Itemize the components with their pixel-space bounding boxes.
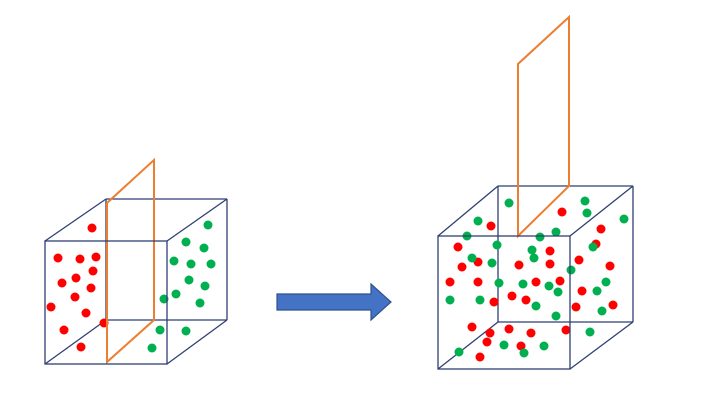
red-particle	[516, 341, 526, 351]
red-particle	[482, 337, 492, 347]
green-particle	[504, 198, 514, 208]
red-particles	[46, 223, 109, 352]
green-particle	[529, 253, 539, 263]
green-particle	[588, 242, 598, 252]
green-particle	[539, 341, 549, 351]
green-particle	[155, 325, 165, 335]
red-particle	[59, 325, 69, 335]
red-particle	[485, 328, 495, 338]
red-particle	[86, 283, 96, 293]
green-particle	[206, 259, 216, 269]
red-particle	[46, 302, 56, 312]
red-particle	[521, 295, 531, 305]
green-particle	[580, 196, 590, 206]
green-particles	[147, 220, 216, 353]
red-particle	[453, 242, 463, 252]
green-particle	[147, 343, 157, 353]
red-particle	[76, 342, 86, 352]
red-particle	[88, 266, 98, 276]
red-particle	[486, 221, 496, 231]
left-cube	[44, 157, 228, 365]
red-particle	[53, 253, 63, 263]
right-cube	[437, 14, 634, 370]
cube-front-edges	[437, 185, 634, 370]
red-particle	[557, 207, 567, 217]
green-particle	[551, 311, 561, 321]
red-particle	[467, 322, 477, 332]
red-particle	[555, 276, 565, 286]
red-particle	[75, 254, 85, 264]
green-particle	[181, 237, 191, 247]
green-particle	[544, 281, 554, 291]
green-particle	[499, 340, 509, 350]
red-particles	[445, 207, 618, 362]
red-particle	[81, 308, 91, 318]
green-particle	[582, 208, 592, 218]
green-particle	[475, 295, 485, 305]
green-particle	[487, 258, 497, 268]
green-particle	[527, 245, 537, 255]
green-particle	[184, 275, 194, 285]
cube-front-edges	[44, 198, 228, 365]
red-particle	[57, 278, 67, 288]
green-particle	[195, 298, 205, 308]
red-particle	[91, 252, 101, 262]
green-particle	[553, 287, 563, 297]
green-particle	[619, 214, 629, 224]
red-particle	[608, 300, 618, 310]
green-particle	[171, 289, 181, 299]
green-particle	[592, 286, 602, 296]
red-particle	[457, 262, 467, 272]
green-particle	[203, 220, 213, 230]
green-particle	[473, 216, 483, 226]
green-particles	[445, 196, 629, 358]
red-particle	[596, 224, 606, 234]
green-particle	[518, 279, 528, 289]
partition-wall	[517, 14, 570, 239]
green-particle	[159, 294, 169, 304]
red-particle	[475, 352, 485, 362]
red-particle	[531, 277, 541, 287]
right-arrow-icon	[276, 282, 392, 322]
green-particle	[467, 253, 477, 263]
green-particle	[169, 256, 179, 266]
green-particle	[566, 265, 576, 275]
red-particle	[574, 255, 584, 265]
red-particle	[545, 246, 555, 256]
red-particle	[504, 324, 514, 334]
green-particle	[519, 348, 529, 358]
green-particle	[531, 301, 541, 311]
red-particle	[473, 277, 483, 287]
green-particle	[199, 243, 209, 253]
green-particle	[597, 306, 607, 316]
red-particle	[545, 259, 555, 269]
green-particle	[535, 232, 545, 242]
red-particle	[489, 297, 499, 307]
red-particle	[526, 328, 536, 338]
partition-wall	[106, 157, 155, 365]
green-particle	[494, 278, 504, 288]
green-particle	[454, 347, 464, 357]
red-particle	[507, 291, 517, 301]
cube-back-edges	[437, 185, 634, 370]
red-particle	[87, 223, 97, 233]
green-particle	[186, 259, 196, 269]
green-particle	[200, 281, 210, 291]
green-particle	[181, 326, 191, 336]
red-particle	[605, 261, 615, 271]
green-particle	[492, 240, 502, 250]
green-particle	[585, 327, 595, 337]
red-particle	[445, 277, 455, 287]
red-particle	[70, 292, 80, 302]
green-particle	[601, 277, 611, 287]
green-particle	[551, 227, 561, 237]
red-particle	[71, 273, 81, 283]
red-particle	[514, 260, 524, 270]
red-particle	[571, 302, 581, 312]
red-particle	[577, 286, 587, 296]
green-particle	[445, 295, 455, 305]
red-particle	[561, 325, 571, 335]
